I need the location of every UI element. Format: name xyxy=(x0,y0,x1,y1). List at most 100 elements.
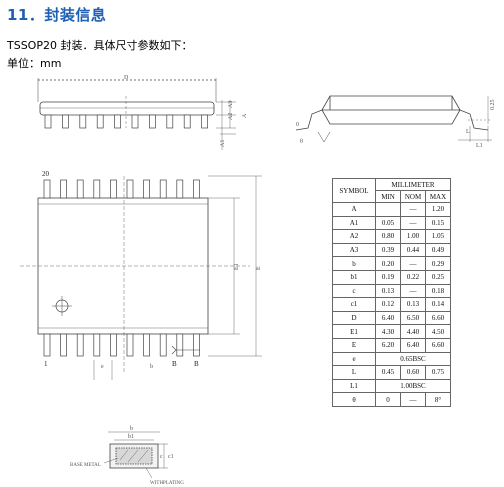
elevation-lead xyxy=(149,114,156,129)
table-cell-min: 6.20 xyxy=(375,337,401,353)
table-cell-nom: — xyxy=(400,215,426,231)
dim-E: E xyxy=(256,266,262,270)
plan-lead-bottom xyxy=(76,333,84,357)
table-cell-nom: — xyxy=(400,392,426,407)
plan-lead-bottom xyxy=(43,333,51,357)
table-cell-max: 1.20 xyxy=(425,202,451,217)
elevation-lead xyxy=(166,114,174,129)
table-cell-nom: 0.13 xyxy=(400,297,426,312)
table-cell-max: 4.50 xyxy=(425,324,451,339)
table-cell-nom: 0.60 xyxy=(400,365,426,380)
pin-20-label: 20 xyxy=(42,170,50,178)
plan-view xyxy=(20,175,262,380)
dim-A3: A3 xyxy=(228,101,234,108)
dim-A: A xyxy=(242,113,248,118)
table-cell-span: 0.65BSC xyxy=(375,351,451,367)
table-row: A—1.20 xyxy=(332,202,451,217)
plan-lead-top xyxy=(176,179,184,199)
table-cell-symbol: b1 xyxy=(332,269,376,285)
table-cell-min: 0.80 xyxy=(375,229,401,244)
section-view xyxy=(103,431,168,479)
elevation-lead xyxy=(79,114,87,129)
pin-1-label: 1 xyxy=(44,360,48,368)
table-cell-max: 8° xyxy=(425,392,451,407)
dim-e: e xyxy=(101,364,104,370)
elevation-lead xyxy=(114,114,121,129)
symbol-header: SYMBOL xyxy=(332,178,376,203)
table-cell-nom: — xyxy=(400,256,426,271)
table-cell-nom: 6.50 xyxy=(400,310,426,326)
package-description: TSSOP20 封装．具体尺寸参数如下： xyxy=(7,39,193,52)
table-cell-min: 0.45 xyxy=(375,365,401,380)
table-cell-symbol: A xyxy=(332,202,376,217)
elevation-lead xyxy=(201,114,208,129)
table-cell-max: 0.49 xyxy=(425,242,451,258)
table-cell-max: 1.05 xyxy=(425,229,451,244)
table-cell-max: 0.14 xyxy=(425,297,451,312)
dim-E1: E1 xyxy=(234,263,240,270)
table-cell-nom: 4.40 xyxy=(400,324,426,339)
table-cell-symbol: A2 xyxy=(332,229,376,244)
plan-lead-top xyxy=(126,179,134,199)
dim-A2: A2 xyxy=(228,113,234,120)
table-cell-symbol: A1 xyxy=(332,215,376,231)
table-cell-symbol: E1 xyxy=(332,324,376,339)
dim-D: D xyxy=(124,75,129,81)
table-cell-symbol: L1 xyxy=(332,378,376,394)
section-mark-B-left: B xyxy=(172,360,177,368)
table-cell-min xyxy=(375,202,401,217)
section-b1: b1 xyxy=(128,434,134,440)
elevation-lead xyxy=(44,114,52,129)
table-cell-max: 0.25 xyxy=(425,269,451,285)
table-cell-symbol: e xyxy=(332,351,376,367)
plan-lead-top xyxy=(60,179,67,199)
section-heading: 11．封装信息 xyxy=(7,6,107,24)
plan-lead-top xyxy=(110,179,117,199)
millimeter-header: MILLIMETER xyxy=(375,178,451,191)
base-metal-label: BASE METAL xyxy=(70,463,101,468)
table-cell-min: 0.13 xyxy=(375,283,401,299)
plan-lead-top xyxy=(143,179,150,199)
plan-lead-bottom xyxy=(159,333,167,357)
table-cell-span: 1.00BSC xyxy=(375,378,451,394)
plan-lead-bottom xyxy=(110,333,117,357)
plan-lead-top xyxy=(76,179,84,199)
table-cell-symbol: E xyxy=(332,337,376,353)
table-cell-symbol: D xyxy=(332,310,376,326)
plan-lead-top xyxy=(193,179,200,199)
dim-b: b xyxy=(150,364,153,370)
table-cell-nom: 1.00 xyxy=(400,229,426,244)
table-cell-min: 6.40 xyxy=(375,310,401,326)
plan-lead-bottom xyxy=(143,333,150,357)
table-cell-max: 6.60 xyxy=(425,310,451,326)
section-mark-B-right: B xyxy=(194,360,199,368)
table-cell-nom: 0.22 xyxy=(400,269,426,285)
elevation-lead xyxy=(62,114,69,129)
plan-lead-bottom xyxy=(193,333,200,357)
end-view xyxy=(295,95,492,143)
elevation-lead xyxy=(183,114,191,129)
side-dim-L: L xyxy=(466,129,470,135)
plan-lead-top xyxy=(93,179,101,199)
plan-lead-top xyxy=(43,179,51,199)
table-cell-symbol: L xyxy=(332,365,376,380)
table-cell-symbol: θ xyxy=(332,392,376,407)
table-cell-min: 0.20 xyxy=(375,256,401,271)
elevation-lead xyxy=(96,114,104,129)
table-cell-symbol: A3 xyxy=(332,242,376,258)
table-cell-nom: — xyxy=(400,283,426,299)
table-cell-max: 0.18 xyxy=(425,283,451,299)
